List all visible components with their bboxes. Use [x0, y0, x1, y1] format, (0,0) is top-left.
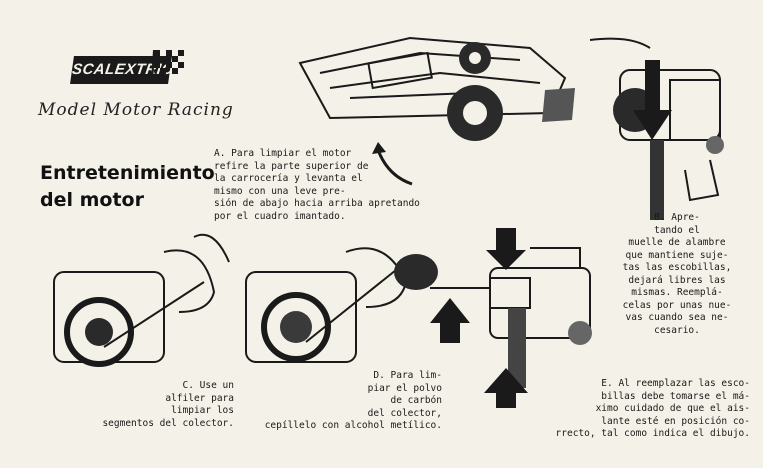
caption-c: C. Use un alfiler para limpiar los segme… [102, 380, 234, 429]
insulator-position-illustration [430, 228, 592, 408]
title-line-1: Entretenimiento [40, 162, 215, 184]
title-line-2: del motor [40, 189, 144, 211]
curved-arrow-icon [372, 142, 413, 186]
car-chassis-illustration [298, 36, 575, 141]
brush-cleaning-illustration [245, 247, 438, 363]
motor-brush-spring-illustration [590, 37, 724, 220]
pin-cleaning-illustration [53, 233, 230, 367]
page-title: Entretenimiento del motor [40, 160, 220, 214]
checkered-flag-icon [151, 49, 184, 83]
caption-e: E. Al reemplazar las esco- billas debe t… [555, 378, 750, 439]
caption-b: B. Apre- tando el muelle de alambre que … [622, 212, 732, 336]
subtitle: Model Motor Racing [38, 100, 234, 120]
caption-d: D. Para lim- piar el polvo de carbón del… [264, 370, 442, 431]
caption-a: A. Para limpiar el motor refire la parte… [214, 148, 420, 222]
